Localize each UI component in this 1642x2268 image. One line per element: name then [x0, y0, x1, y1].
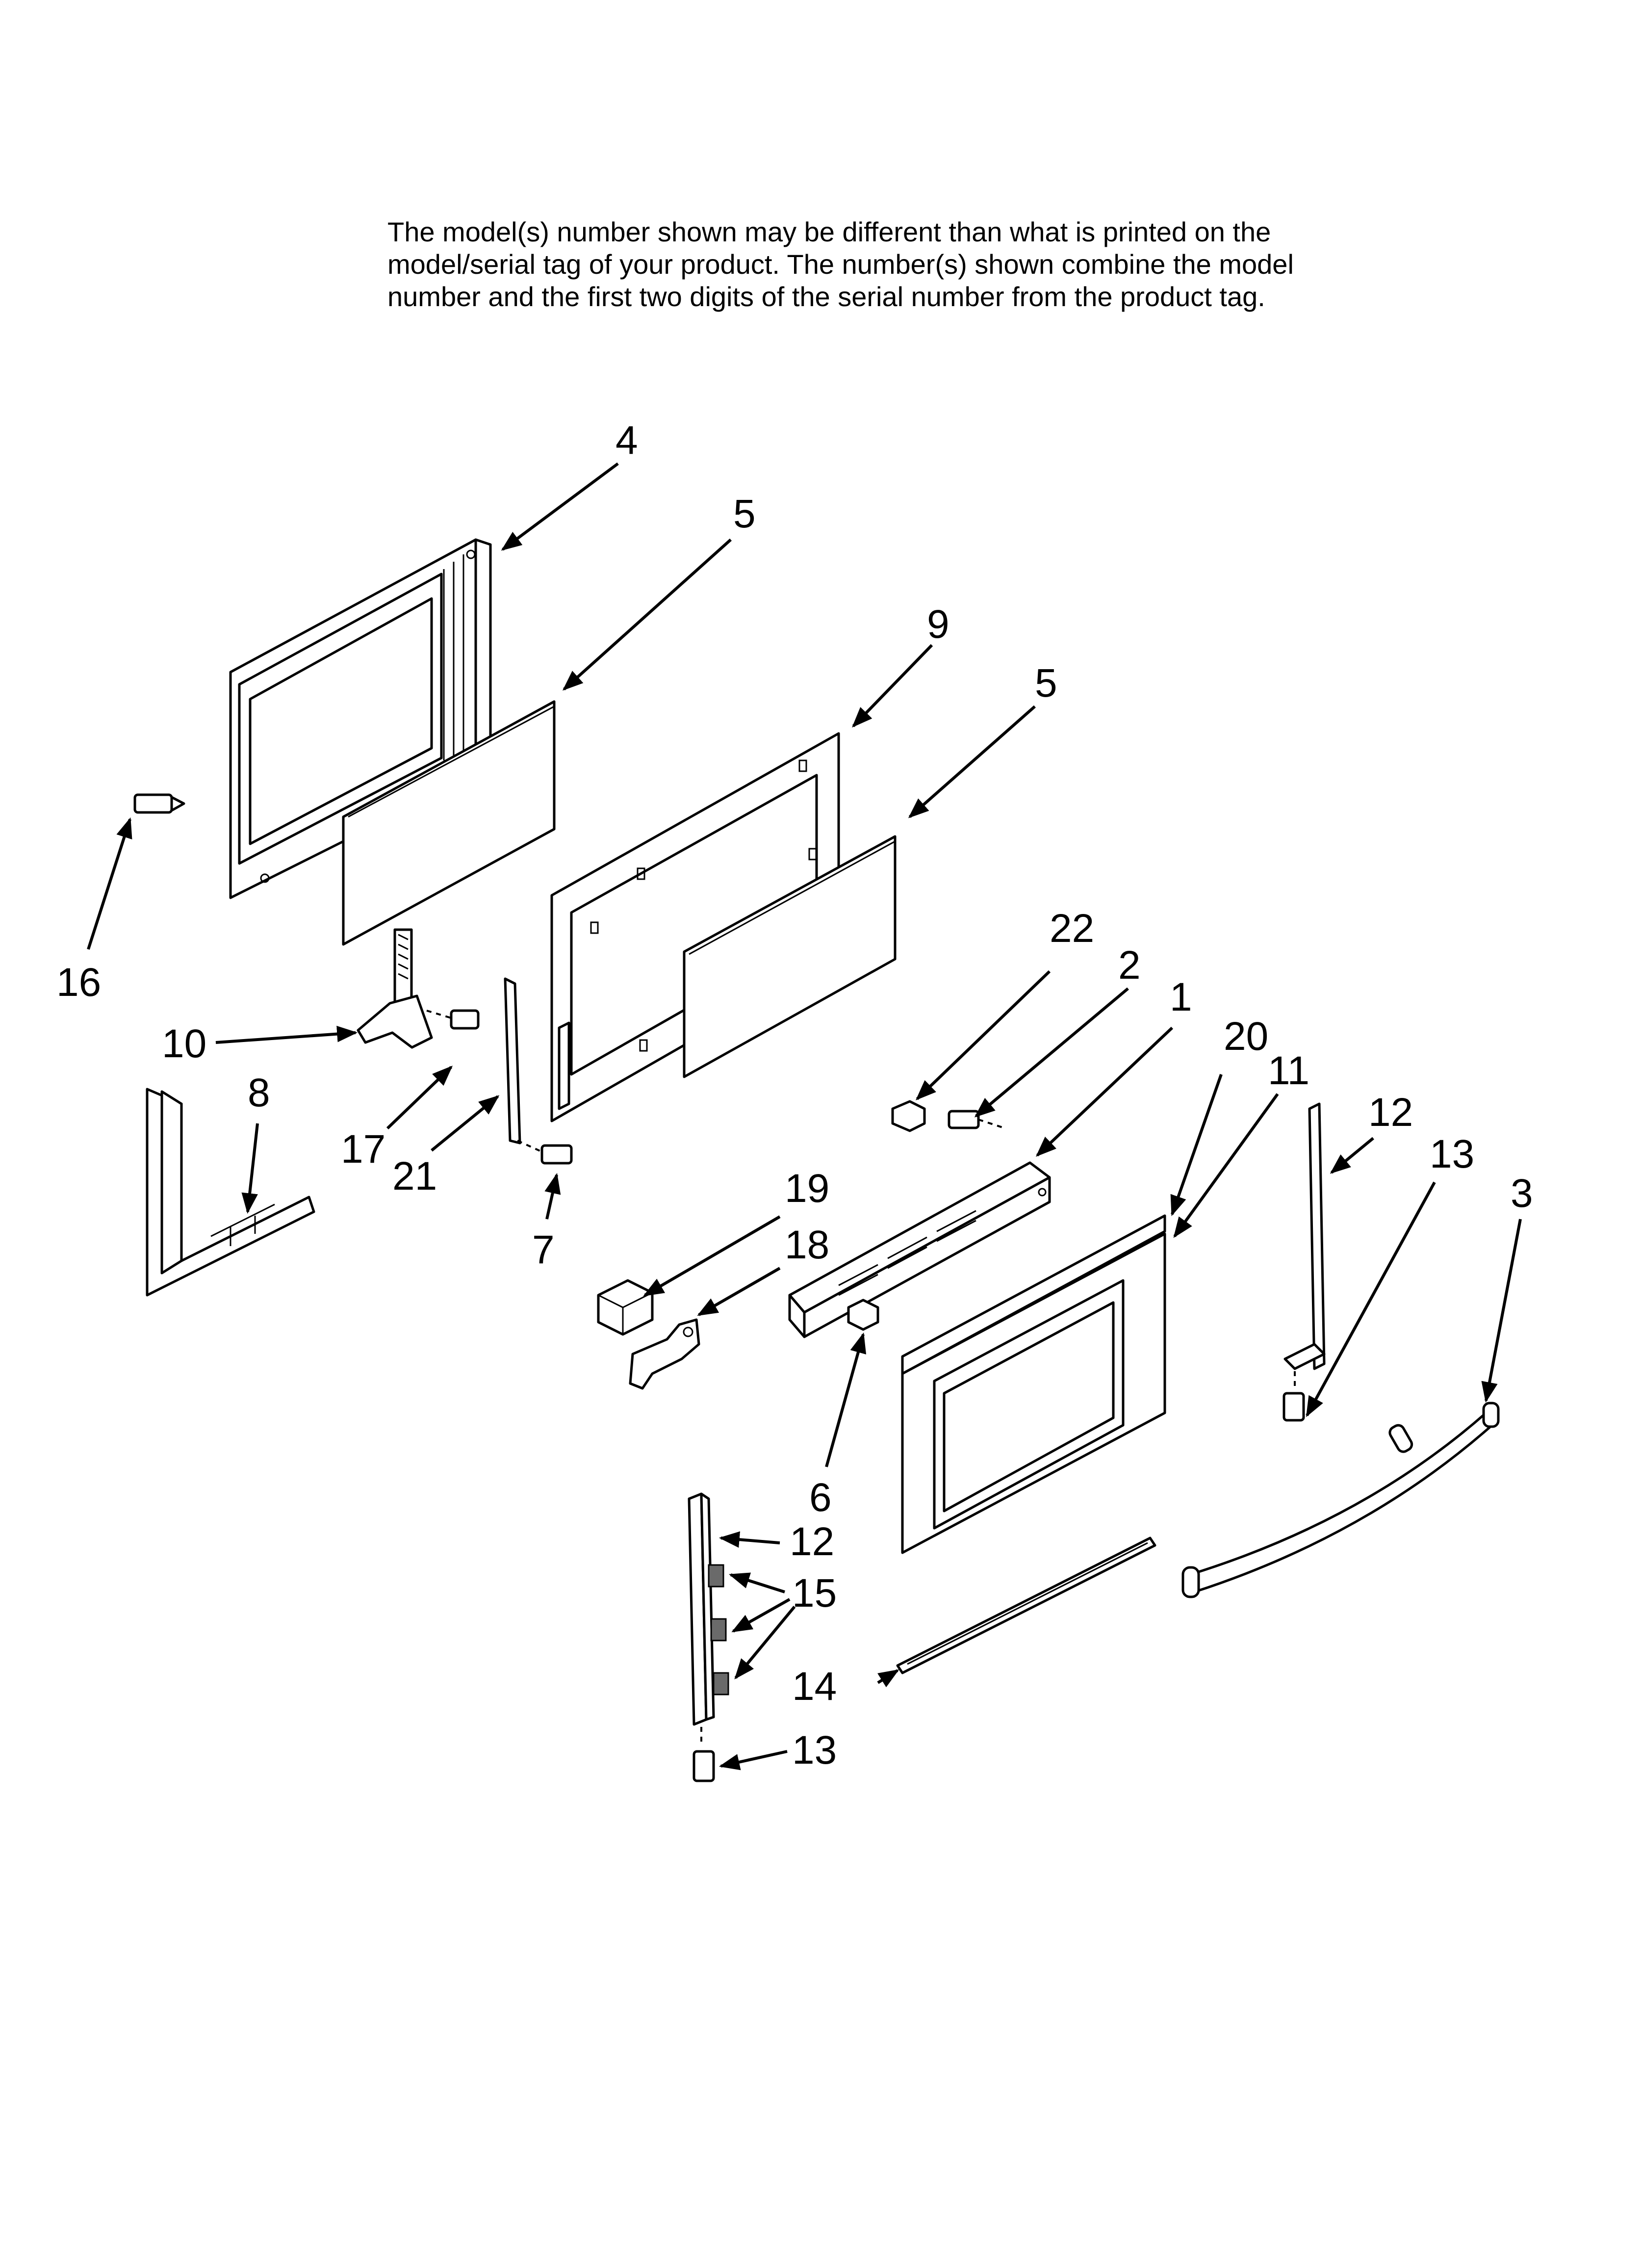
part-8-corner-seal — [146, 1088, 315, 1297]
callout-7: 7 — [532, 1227, 555, 1272]
callout-11: 11 — [1268, 1048, 1309, 1093]
part-17-hinge-screw — [426, 1009, 480, 1030]
part-12-side-strip-lower — [688, 1492, 715, 1747]
callout-3: 3 — [1511, 1171, 1533, 1216]
callout-22: 22 — [1050, 906, 1094, 951]
leader-arrows — [87, 462, 1522, 1771]
part-6-pad — [847, 1299, 879, 1331]
callout-13: 13 — [1430, 1132, 1474, 1176]
callout-4: 4 — [616, 418, 638, 463]
callout-8: 8 — [248, 1070, 270, 1115]
part-21-side-trim — [504, 977, 521, 1145]
part-15-pads — [708, 1564, 729, 1695]
part-18-bracket — [629, 1318, 700, 1390]
callout-6: 6 — [809, 1475, 832, 1520]
callout-5: 5 — [1035, 661, 1057, 705]
part-16-screw — [133, 793, 185, 814]
callout-2: 2 — [1118, 943, 1141, 988]
callout-15: 15 — [792, 1571, 837, 1616]
disclaimer-line-3: number and the first two digits of the s… — [387, 281, 1265, 312]
callout-numbers: 4 5 9 5 22 2 1 20 11 12 13 3 16 10 8 17 … — [56, 418, 1533, 1773]
part-9-door-frame — [550, 732, 840, 1122]
callout-19: 19 — [785, 1166, 829, 1211]
callout-13: 13 — [792, 1728, 837, 1773]
part-12-side-strip-right — [1283, 1102, 1326, 1391]
part-5-glass-panel-upper — [342, 700, 556, 946]
part-11-outer-door-panel — [901, 1232, 1166, 1554]
disclaimer-line-1: The model(s) number shown may be differe… — [387, 216, 1271, 247]
callout-1: 1 — [1170, 975, 1192, 1019]
part-4-inner-door-liner — [229, 538, 492, 899]
part-1-vent-trim — [788, 1161, 1051, 1338]
callout-18: 18 — [785, 1223, 829, 1267]
disclaimer-text: The model(s) number shown may be differe… — [387, 216, 1466, 313]
part-13-screw-right — [1283, 1392, 1305, 1422]
callout-12: 12 — [790, 1519, 834, 1564]
callout-21: 21 — [392, 1154, 437, 1199]
part-3-handle — [1181, 1402, 1500, 1598]
part-19-block — [597, 1279, 654, 1336]
part-20-upper-trim — [901, 1214, 1166, 1375]
callout-17: 17 — [341, 1127, 385, 1172]
callout-5: 5 — [733, 492, 756, 536]
callout-16: 16 — [56, 960, 101, 1005]
disclaimer-line-2: model/serial tag of your product. The nu… — [387, 249, 1294, 280]
part-22-nut — [891, 1100, 926, 1132]
part-2-screw — [948, 1110, 1006, 1129]
callout-14: 14 — [792, 1664, 837, 1709]
part-5-glass-panel-lower — [683, 835, 897, 1078]
callout-12: 12 — [1368, 1090, 1413, 1135]
callout-20: 20 — [1224, 1014, 1268, 1059]
part-10-hinge — [357, 928, 433, 1049]
part-7-screw — [517, 1140, 573, 1165]
part-14-bottom-trim — [896, 1537, 1156, 1674]
part-13-screw-lower — [693, 1750, 715, 1782]
callout-10: 10 — [162, 1021, 206, 1066]
callout-9: 9 — [927, 602, 949, 647]
